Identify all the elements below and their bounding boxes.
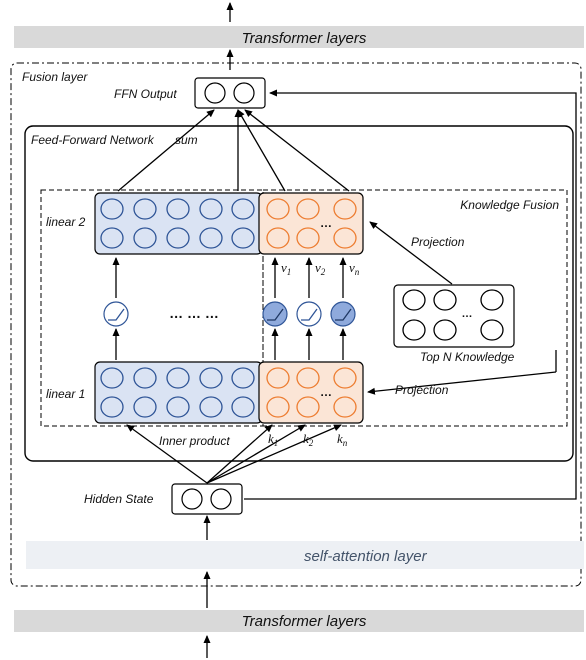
- transformer-layers-bottom-label: Transformer layers: [242, 613, 367, 630]
- hidden-state-arrows: [126, 424, 342, 484]
- value-label-v2: v2: [315, 260, 326, 277]
- blue-neuron: [199, 198, 223, 220]
- activation-node: [296, 301, 322, 327]
- residual-connection: [244, 89, 577, 500]
- ffn-output-unit: [204, 82, 226, 104]
- blue-neuron: [133, 396, 157, 418]
- linear1-label: linear 1: [46, 387, 85, 401]
- sum-label: sum: [175, 133, 198, 147]
- linear2-label: linear 2: [46, 215, 86, 229]
- blue-neuron: [133, 198, 157, 220]
- linear1-knowledge-block: [258, 361, 364, 424]
- hidden-state-unit: [181, 488, 203, 510]
- knowledge-neuron: [333, 227, 357, 249]
- inner-product-label: Inner product: [159, 434, 230, 448]
- transformer-layers-top-band: [14, 26, 584, 48]
- linear2-ellipsis: …: [320, 216, 332, 230]
- linear2-units: [100, 198, 357, 249]
- knowledge-units: [402, 289, 504, 341]
- blue-neuron: [100, 198, 124, 220]
- feed-forward-network-box: [24, 125, 574, 462]
- knowledge-vector-unit: [402, 319, 426, 341]
- blue-neuron: [199, 227, 223, 249]
- ffn-output-unit: [233, 82, 255, 104]
- blue-neuron: [166, 396, 190, 418]
- knowledge-ellipsis: …: [462, 308, 473, 320]
- top-n-knowledge-box: [393, 284, 515, 348]
- knowledge-vector-unit: [433, 289, 457, 311]
- knowledge-neuron: [333, 367, 357, 389]
- activation-node: [330, 301, 356, 327]
- feed-forward-network-label: Feed-Forward Network: [31, 133, 155, 147]
- top-n-knowledge-label: Top N Knowledge: [420, 350, 515, 364]
- blue-neuron: [100, 227, 124, 249]
- projection-arrow-lower-head: [367, 371, 557, 395]
- activation-node: [262, 301, 288, 327]
- knowledge-neuron: [266, 227, 290, 249]
- hidden-state-unit: [210, 488, 232, 510]
- ffn-output-label: FFN Output: [114, 87, 177, 101]
- middle-dots: … … …: [169, 305, 219, 321]
- knowledge-neuron: [333, 198, 357, 220]
- activation-node: [103, 301, 129, 327]
- blue-neuron: [231, 367, 255, 389]
- blue-neuron: [231, 227, 255, 249]
- knowledge-fusion-region: [262, 189, 568, 427]
- blue-neuron: [231, 396, 255, 418]
- blue-neuron: [100, 396, 124, 418]
- hidden-state-label: Hidden State: [84, 492, 154, 506]
- knowledge-neuron: [296, 198, 320, 220]
- projection-lower-label: Projection: [395, 383, 449, 397]
- knowledge-neuron: [296, 367, 320, 389]
- blue-neuron: [166, 198, 190, 220]
- self-attention-label: self-attention layer: [304, 548, 428, 565]
- blue-neuron: [100, 367, 124, 389]
- knowledge-vector-unit: [433, 319, 457, 341]
- value-label-v1: v1: [281, 260, 291, 277]
- linear2-knowledge-block: [258, 192, 364, 255]
- blue-neuron: [199, 396, 223, 418]
- knowledge-neuron: [296, 227, 320, 249]
- transformer-layers-top-label: Transformer layers: [242, 30, 367, 47]
- knowledge-vector-unit: [480, 289, 504, 311]
- fusion-layer-label: Fusion layer: [22, 70, 88, 84]
- knowledge-neuron: [296, 396, 320, 418]
- key-label-k2: k2: [303, 431, 314, 448]
- blue-neuron: [166, 367, 190, 389]
- linear1-units: [100, 367, 357, 418]
- knowledge-neuron: [333, 396, 357, 418]
- knowledge-fusion-label: Knowledge Fusion: [460, 198, 559, 212]
- knowledge-neuron: [266, 198, 290, 220]
- transformer-layers-bottom-band: [14, 610, 584, 632]
- blue-neuron: [133, 227, 157, 249]
- knowledge-vector-unit: [402, 289, 426, 311]
- knowledge-vector-unit: [480, 319, 504, 341]
- blue-neuron: [231, 198, 255, 220]
- key-label-k1: k1: [268, 431, 278, 448]
- knowledge-neuron: [266, 396, 290, 418]
- linear1-ellipsis: …: [320, 385, 332, 399]
- blue-neuron: [133, 367, 157, 389]
- blue-neuron: [166, 227, 190, 249]
- knowledge-neuron: [266, 367, 290, 389]
- value-label-vn: vn: [349, 260, 360, 277]
- blue-neuron: [199, 367, 223, 389]
- vertical-arrows: [112, 257, 347, 360]
- self-attention-band: [26, 541, 584, 569]
- key-label-kn: kn: [337, 431, 348, 448]
- projection-arrow-upper: [369, 221, 453, 285]
- sum-arrows: [117, 109, 350, 192]
- projection-upper-label: Projection: [411, 235, 465, 249]
- fusion-layer-boundary: [10, 62, 582, 587]
